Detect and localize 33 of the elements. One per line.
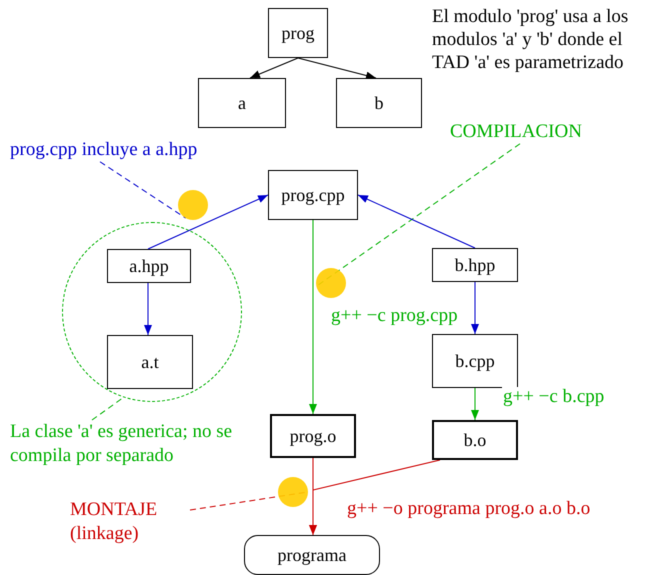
arrow: [471, 388, 479, 420]
output-box: prog.o: [270, 414, 356, 458]
annotation-text: La clase 'a' es generica; no se compila por separado: [10, 420, 250, 468]
arrow: [250, 58, 298, 78]
arrow: [471, 282, 479, 334]
output-box: b.o: [432, 420, 518, 460]
annotation-text: prog.cpp incluye a a.hpp: [10, 138, 198, 162]
process-box: b.hpp: [432, 248, 518, 282]
arrow: [309, 460, 440, 536]
note-text: El modulo 'prog' usa a los modulos 'a' y 'b' donde el TAD 'a' es parametrizado: [432, 6, 630, 74]
process-box: prog: [268, 8, 328, 58]
arrow: [144, 282, 152, 336]
process-box: b.cpp: [432, 334, 518, 388]
leader-line: [100, 161, 186, 219]
annotation-text: MONTAJE (linkage): [70, 498, 190, 546]
terminal-box: programa: [244, 535, 380, 575]
annotation-text: COMPILACION: [450, 120, 582, 144]
process-box: b: [336, 78, 422, 128]
process-box: prog.cpp: [268, 170, 358, 220]
marker-dot: [316, 268, 346, 298]
arrow: [309, 220, 317, 414]
marker-dot: [178, 190, 208, 220]
edge-label: g++ −o programa prog.o a.o b.o: [346, 499, 592, 520]
process-box: a.hpp: [107, 249, 191, 283]
leader-line: [92, 396, 124, 420]
arrow: [358, 194, 476, 248]
edge-label: g++ −c b.cpp: [502, 387, 606, 408]
process-box: a: [198, 78, 286, 128]
marker-dot: [278, 477, 308, 507]
group-circle: [62, 222, 242, 402]
process-box: a.t: [107, 335, 193, 389]
arrow: [298, 58, 376, 80]
arrow: [148, 194, 268, 250]
